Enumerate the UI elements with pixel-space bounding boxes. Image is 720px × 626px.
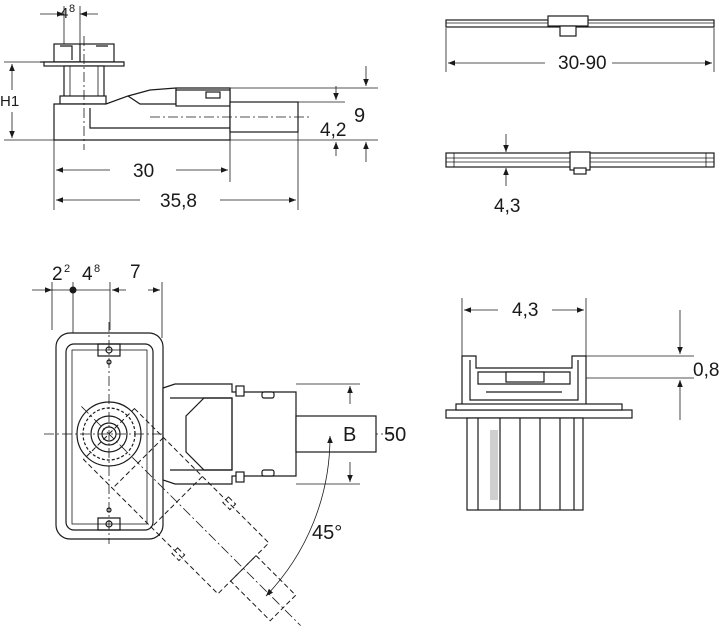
dim-b: B [343,424,356,446]
drain-ring-outer [76,401,142,467]
dim-0-8: 0,8 [693,360,719,381]
dim-4-3-section: 4,3 [512,300,538,321]
dim-2: 2 [52,264,63,285]
dim-4: 4 [82,264,93,285]
dim-30: 30 [133,161,154,182]
dim-50: 50 [384,424,406,446]
cross-section: 4,3 0,8 [445,298,719,511]
channel-views: 30-90 4,3 [445,15,715,217]
dim-9: 9 [354,105,365,127]
dim-4-sup: 8 [94,263,100,275]
outlet-pipe-plan [295,415,377,453]
outlet-housing [162,383,297,485]
flange [445,409,633,419]
dim-top-sup: 8 [69,3,75,15]
dim-30-90: 30-90 [558,53,607,74]
plan-view: 2 2 4 8 7 [32,262,406,626]
dim-4-3-top: 4,3 [494,196,520,217]
dim-angle: 45° [312,522,342,544]
drain-body-section [466,417,584,511]
dim-7: 7 [130,262,141,283]
dim-35-8: 35,8 [160,191,197,212]
side-view: 4 8 H1 30 35,8 9 4,2 [0,3,378,212]
dim-4-2: 4,2 [320,120,346,141]
dim-2-sup: 2 [64,263,70,275]
dim-top: 4 [60,5,68,22]
dim-h1: H1 [0,93,19,110]
